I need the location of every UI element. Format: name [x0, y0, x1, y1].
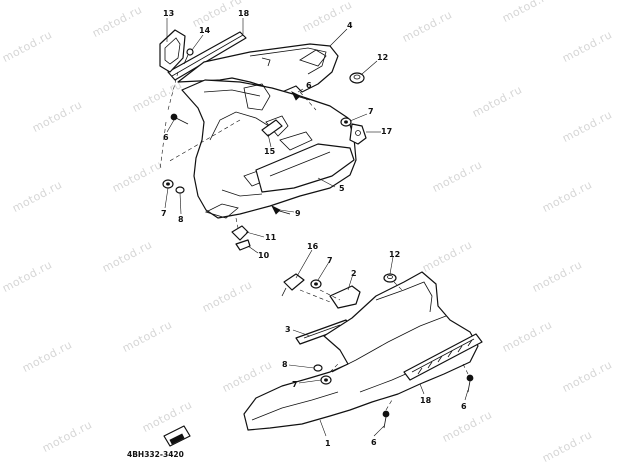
callout-18-lower: 18 [420, 396, 432, 405]
callout-6-upper: 6 [306, 81, 312, 90]
callout-11: 11 [265, 233, 277, 242]
part-7-collar-lower [310, 279, 322, 289]
part-6-screw-left [170, 113, 189, 125]
callout-4: 4 [347, 21, 353, 30]
callout-8-lower: 8 [282, 360, 288, 369]
callout-17: 17 [381, 127, 392, 136]
callout-15: 15 [264, 147, 276, 156]
part-17-bracket [349, 123, 367, 145]
callout-7-lower: 7 [292, 380, 298, 389]
part-7-collar-lower-left [320, 375, 332, 385]
callout-8-left: 8 [178, 215, 184, 224]
part-16-mount [281, 273, 305, 297]
callout-13: 13 [163, 9, 174, 18]
part-11-10-fastener [231, 225, 251, 251]
part-4-upper-cowl [177, 43, 339, 93]
callout-7-left: 7 [161, 209, 167, 218]
part-8-washer-lower [313, 364, 323, 372]
part-13-bracket [159, 29, 186, 73]
callout-numbers: 13 14 18 4 12 6 7 17 6 15 5 7 8 9 11 10 … [161, 9, 467, 448]
callout-7-lower-top: 7 [327, 256, 333, 265]
front-direction-icon [163, 425, 191, 447]
callout-3: 3 [285, 325, 291, 334]
callout-10: 10 [258, 251, 270, 260]
part-5-inner-panel [255, 143, 355, 193]
leader-lines [164, 18, 469, 437]
callout-2: 2 [351, 269, 357, 278]
callout-6-lower-right: 6 [461, 402, 467, 411]
callout-1: 1 [325, 439, 331, 448]
part-2-bracket [329, 285, 361, 309]
part-12-grommet-lower [383, 273, 397, 283]
callout-12-lower: 12 [389, 250, 400, 259]
part-9-screw [271, 205, 291, 215]
diagram-code: 4BH332-3420 [127, 450, 184, 459]
part-6-screw-lower-bottom [382, 410, 390, 429]
part-7-8-left [162, 179, 185, 194]
part-18-strip-upper [167, 31, 247, 81]
callout-6-lower-bottom: 6 [371, 438, 377, 447]
callout-7-upper: 7 [368, 107, 374, 116]
part-14-screw [183, 48, 194, 65]
part-18-strip-lower [403, 333, 483, 381]
callout-6-left: 6 [163, 133, 169, 142]
callout-14: 14 [199, 26, 211, 35]
part-12-grommet-upper [349, 72, 365, 84]
part-7-collar-upper [340, 117, 352, 127]
part-1-lower-cowl [243, 271, 479, 431]
callout-12-upper: 12 [377, 53, 388, 62]
part-6-screw-lower-right [466, 374, 474, 393]
part-15-sticker [261, 119, 283, 137]
cowling-side-panel [181, 79, 357, 219]
part-6-screw-upper [291, 91, 311, 101]
callout-16: 16 [307, 242, 319, 251]
callout-18-upper: 18 [238, 9, 250, 18]
callout-9: 9 [295, 209, 301, 218]
callout-5: 5 [339, 184, 345, 193]
